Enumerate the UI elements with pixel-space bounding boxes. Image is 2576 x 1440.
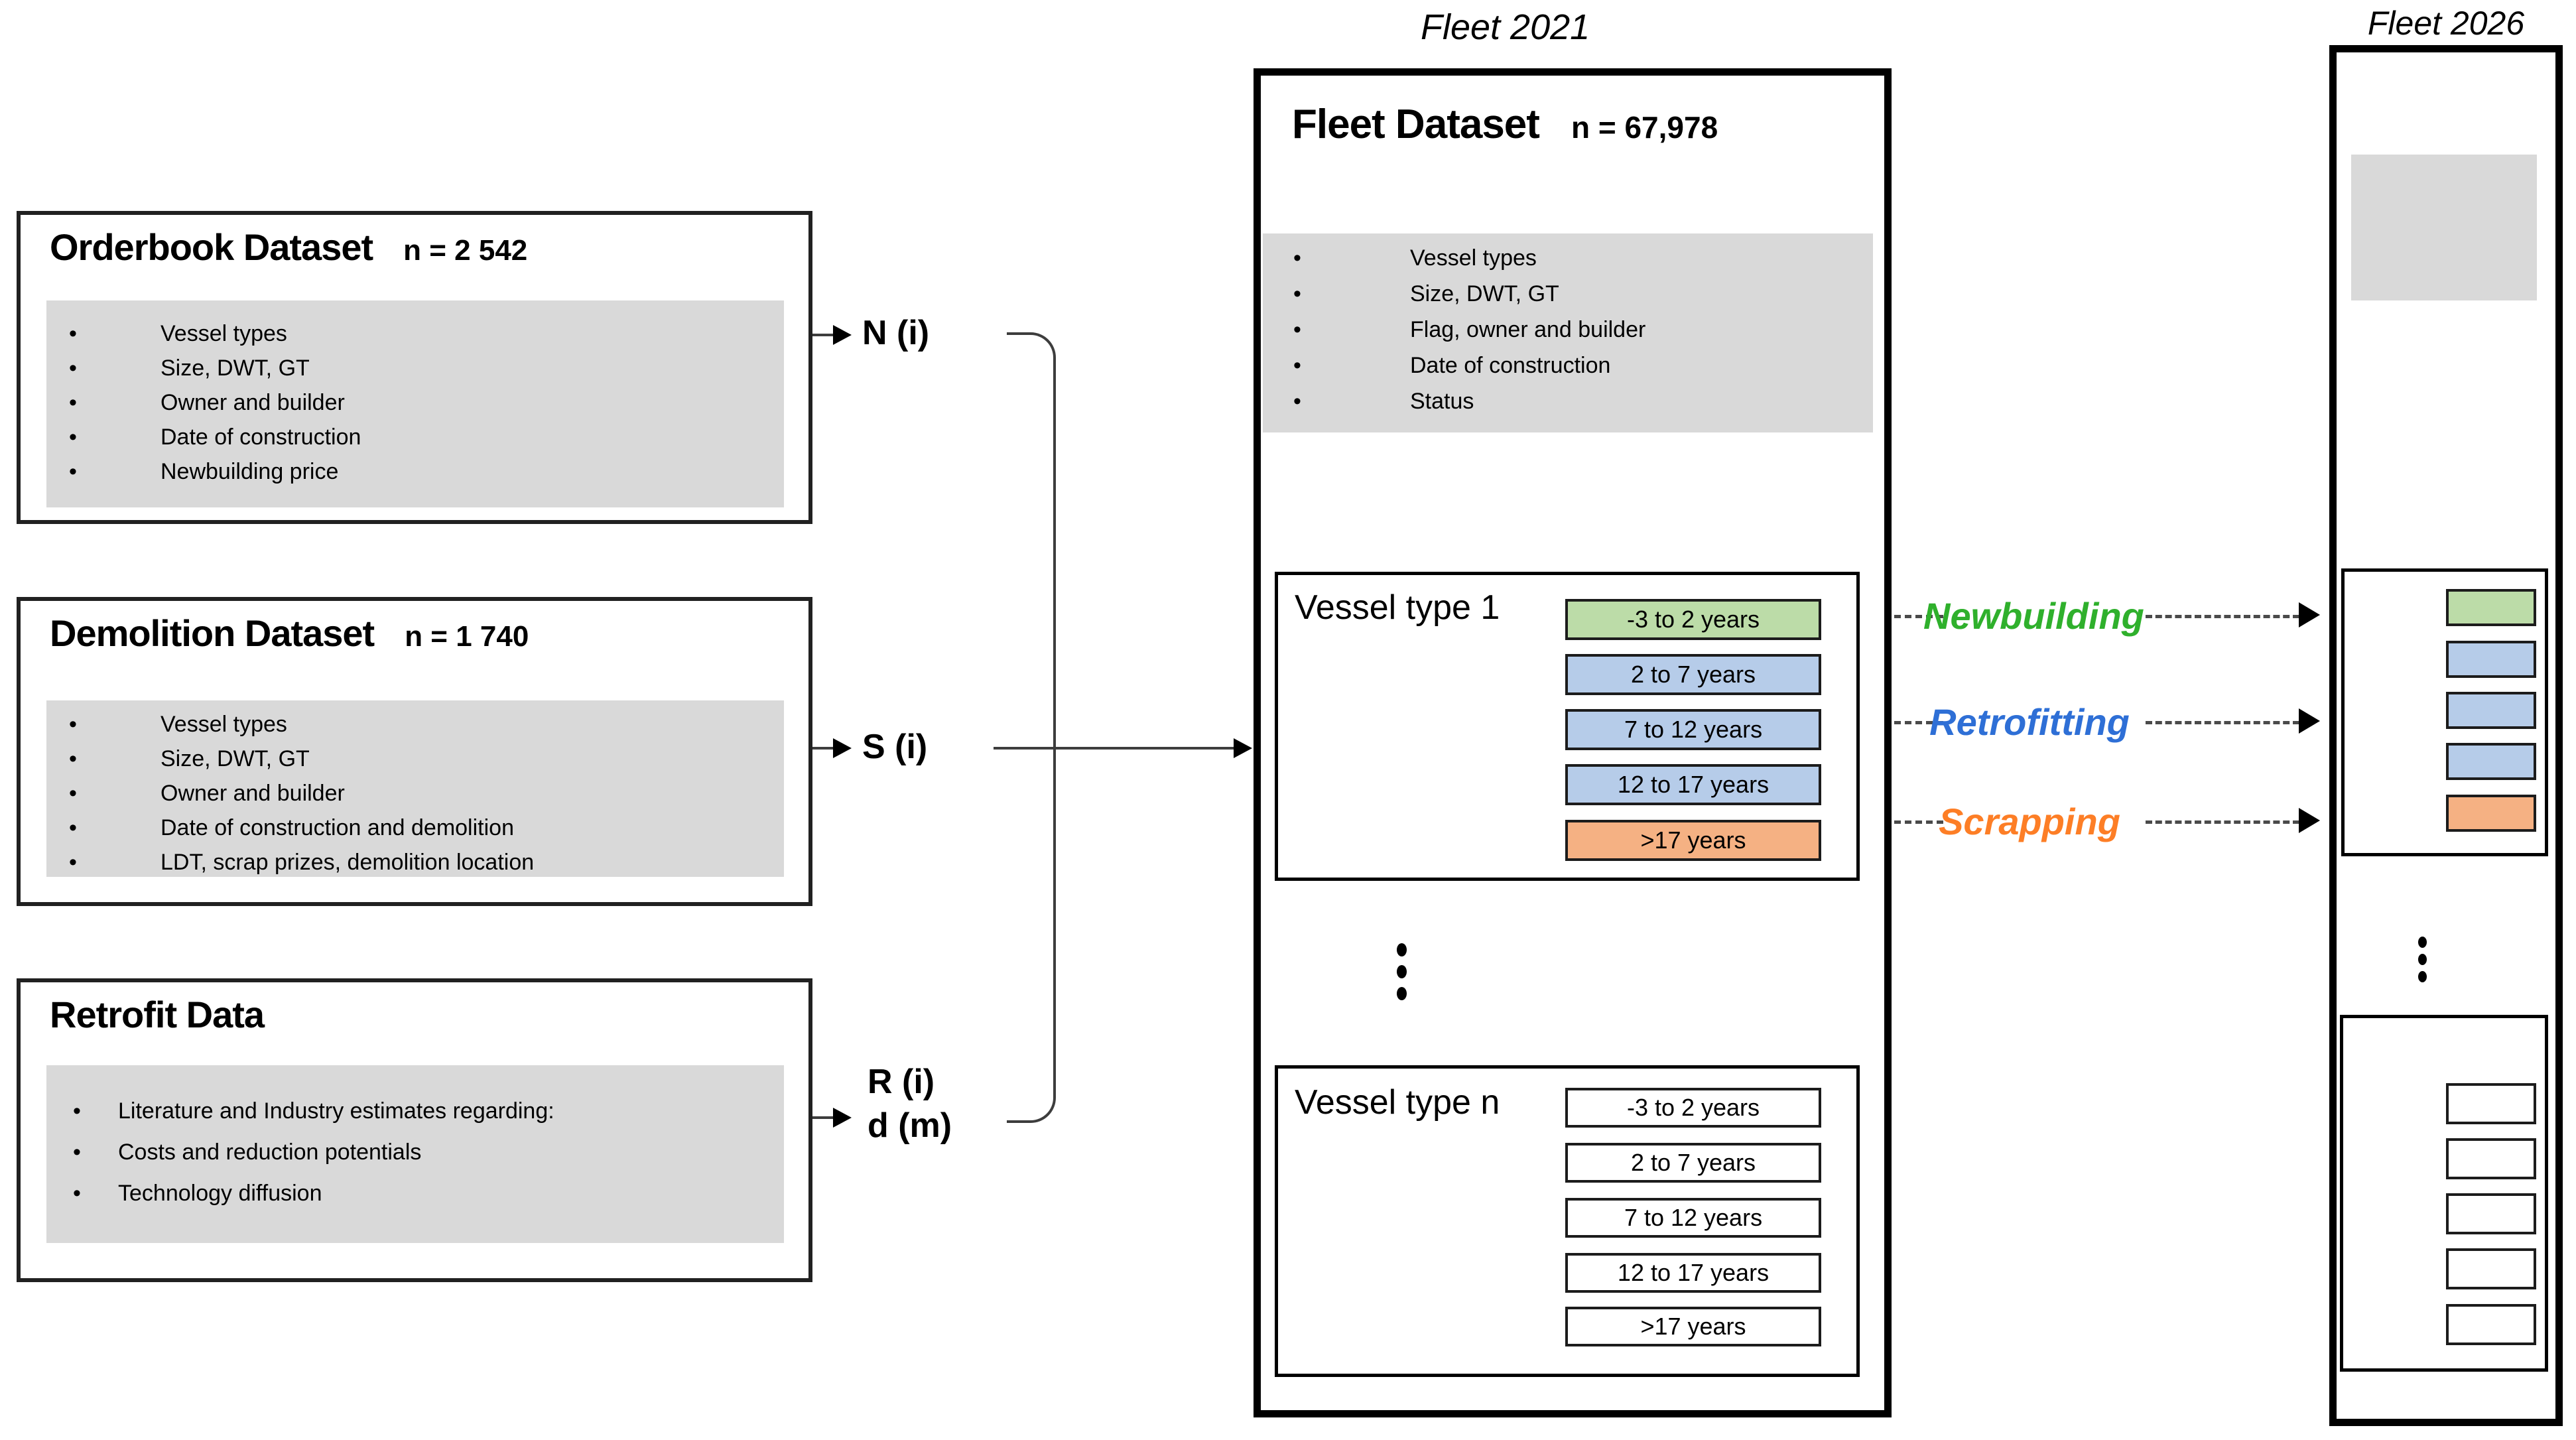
orderbook-arrowhead-icon [833, 325, 852, 345]
demolition-attributes-panel: Vessel types Size, DWT, GT Owner and bui… [46, 700, 784, 880]
dot [1397, 987, 1407, 1000]
scrapping-dash-left [1894, 820, 1943, 824]
list-item: Literature and Industry estimates regard… [46, 1090, 784, 1132]
demolition-count: n = 1 740 [405, 620, 529, 653]
age-chip-white [2446, 1083, 2536, 1124]
age-chip-blue [2446, 743, 2536, 780]
age-chip-orange: >17 years [1565, 820, 1821, 861]
newbuilding-dash-right [2146, 615, 2299, 618]
age-chip-green: -3 to 2 years [1565, 599, 1821, 640]
demolition-arrowhead-icon [833, 738, 852, 758]
list-item: Owner and builder [46, 776, 784, 811]
fleet-2026-gray-block [2351, 155, 2537, 300]
retrofitting-dash-right [2146, 721, 2299, 724]
bracket-vertical-line [1053, 359, 1056, 1096]
list-item: Vessel types [46, 316, 784, 351]
retrofitting-arrowhead-icon [2299, 708, 2320, 734]
orderbook-bullet-list: Vessel types Size, DWT, GT Owner and bui… [46, 300, 784, 489]
variable-label-n: N (i) [862, 314, 930, 352]
orderbook-title-row: Orderbook Dataset n = 2 542 [50, 226, 527, 269]
transition-label-newbuilding: Newbuilding [1923, 595, 2144, 637]
list-item: Flag, owner and builder [1263, 312, 1873, 348]
age-chip-white [2446, 1248, 2536, 1289]
ellipsis-icon [1397, 943, 1407, 1000]
list-item: Newbuilding price [46, 454, 784, 489]
variable-label-d: d (m) [868, 1106, 952, 1145]
transition-label-scrapping: Scrapping [1939, 801, 2120, 842]
fleet-2026-heading: Fleet 2026 [2367, 5, 2525, 42]
age-chip-white: 2 to 7 years [1565, 1143, 1821, 1183]
list-item: Size, DWT, GT [46, 351, 784, 385]
newbuilding-arrowhead-icon [2299, 602, 2320, 627]
scrapping-arrowhead-icon [2299, 808, 2320, 833]
dot [2418, 937, 2427, 948]
vessel-type-1-label: Vessel type 1 [1295, 588, 1500, 627]
newbuilding-dash-left [1894, 615, 1943, 618]
age-chip-blue [2446, 692, 2536, 729]
retrofit-title-row: Retrofit Data [50, 993, 265, 1036]
variable-label-s: S (i) [862, 728, 928, 766]
orderbook-arrow-line [812, 334, 834, 336]
age-chip-white [2446, 1138, 2536, 1179]
age-chip-white: 7 to 12 years [1565, 1198, 1821, 1238]
variable-label-r: R (i) [868, 1063, 935, 1101]
dot [1397, 965, 1407, 978]
age-chip-white: 12 to 17 years [1565, 1253, 1821, 1293]
fleet-2021-heading: Fleet 2021 [1421, 7, 1590, 47]
age-chip-white [2446, 1193, 2536, 1234]
dot [2418, 971, 2427, 982]
age-chip-green [2446, 589, 2536, 626]
fleet-input-arrow-line [994, 747, 1235, 750]
list-item: Technology diffusion [46, 1173, 784, 1214]
retrofitting-dash-left [1894, 721, 1943, 724]
bracket-top-hook [1007, 332, 1056, 360]
list-item: Vessel types [1263, 240, 1873, 276]
fleet-title-row: Fleet Dataset n = 67,978 [1292, 101, 1718, 148]
age-chip-white: >17 years [1565, 1307, 1821, 1346]
dot [1397, 943, 1407, 956]
retrofit-attributes-panel: Literature and Industry estimates regard… [46, 1065, 784, 1243]
list-item: LDT, scrap prizes, demolition location [46, 845, 784, 880]
list-item: Size, DWT, GT [1263, 276, 1873, 312]
list-item: Date of construction and demolition [46, 811, 784, 845]
ellipsis-icon [2418, 937, 2427, 982]
age-chip-blue: 2 to 7 years [1565, 654, 1821, 695]
fleet-attributes-panel: Vessel types Size, DWT, GT Flag, owner a… [1263, 233, 1873, 432]
age-chip-white [2446, 1304, 2536, 1345]
orderbook-title: Orderbook Dataset [50, 226, 373, 268]
age-chip-blue [2446, 641, 2536, 678]
demolition-title: Demolition Dataset [50, 612, 375, 654]
list-item: Vessel types [46, 707, 784, 742]
fleet-dataset-count: n = 67,978 [1571, 110, 1718, 145]
retrofit-bullet-list: Literature and Industry estimates regard… [46, 1065, 784, 1214]
variable-label-r-d: R (i) d (m) [868, 1060, 952, 1147]
demolition-bullet-list: Vessel types Size, DWT, GT Owner and bui… [46, 700, 784, 880]
dot [2418, 954, 2427, 965]
scrapping-dash-right [2146, 820, 2299, 824]
list-item: Date of construction [1263, 348, 1873, 383]
list-item: Date of construction [46, 420, 784, 454]
age-chip-blue: 12 to 17 years [1565, 764, 1821, 805]
age-chip-white: -3 to 2 years [1565, 1088, 1821, 1128]
fleet-bullet-list: Vessel types Size, DWT, GT Flag, owner a… [1263, 233, 1873, 419]
retrofit-arrowhead-icon [833, 1108, 852, 1128]
list-item: Owner and builder [46, 385, 784, 420]
list-item: Size, DWT, GT [46, 742, 784, 776]
fleet-dataset-title: Fleet Dataset [1292, 101, 1540, 147]
fleet-input-arrowhead-icon [1234, 738, 1252, 758]
orderbook-attributes-panel: Vessel types Size, DWT, GT Owner and bui… [46, 300, 784, 507]
vessel-type-n-label: Vessel type n [1295, 1083, 1500, 1122]
orderbook-count: n = 2 542 [403, 234, 528, 267]
list-item: Status [1263, 383, 1873, 419]
demolition-arrow-line [812, 747, 834, 750]
bracket-bottom-hook [1007, 1095, 1056, 1123]
transition-label-retrofitting: Retrofitting [1929, 701, 2130, 743]
age-chip-orange [2446, 795, 2536, 832]
retrofit-arrow-line [812, 1116, 834, 1119]
age-chip-blue: 7 to 12 years [1565, 709, 1821, 750]
list-item: Costs and reduction potentials [46, 1132, 784, 1173]
demolition-title-row: Demolition Dataset n = 1 740 [50, 612, 529, 655]
retrofit-title: Retrofit Data [50, 994, 265, 1035]
